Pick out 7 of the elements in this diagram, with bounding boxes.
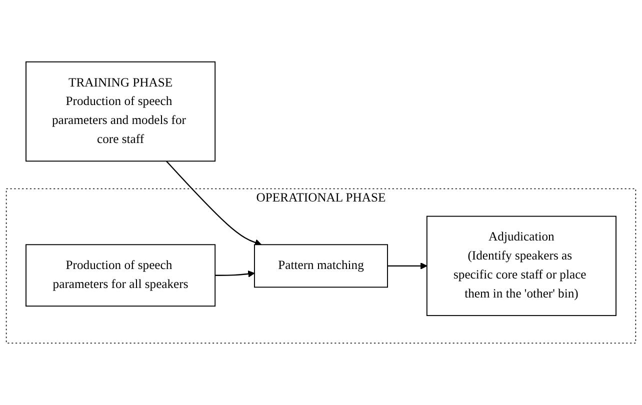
node-box: Pattern matching [254, 244, 388, 288]
arrow [166, 160, 262, 246]
node-box: Production of speech parameters for all speakers [26, 244, 216, 307]
node-box: TRAINING PHASE Production of speech parameters and models for core staff [26, 61, 216, 162]
arrow [388, 262, 428, 270]
node-box: Adjudication (Identify speakers as specific core staff or place them in the 'other' bin) [426, 216, 616, 316]
arrow [215, 270, 255, 278]
